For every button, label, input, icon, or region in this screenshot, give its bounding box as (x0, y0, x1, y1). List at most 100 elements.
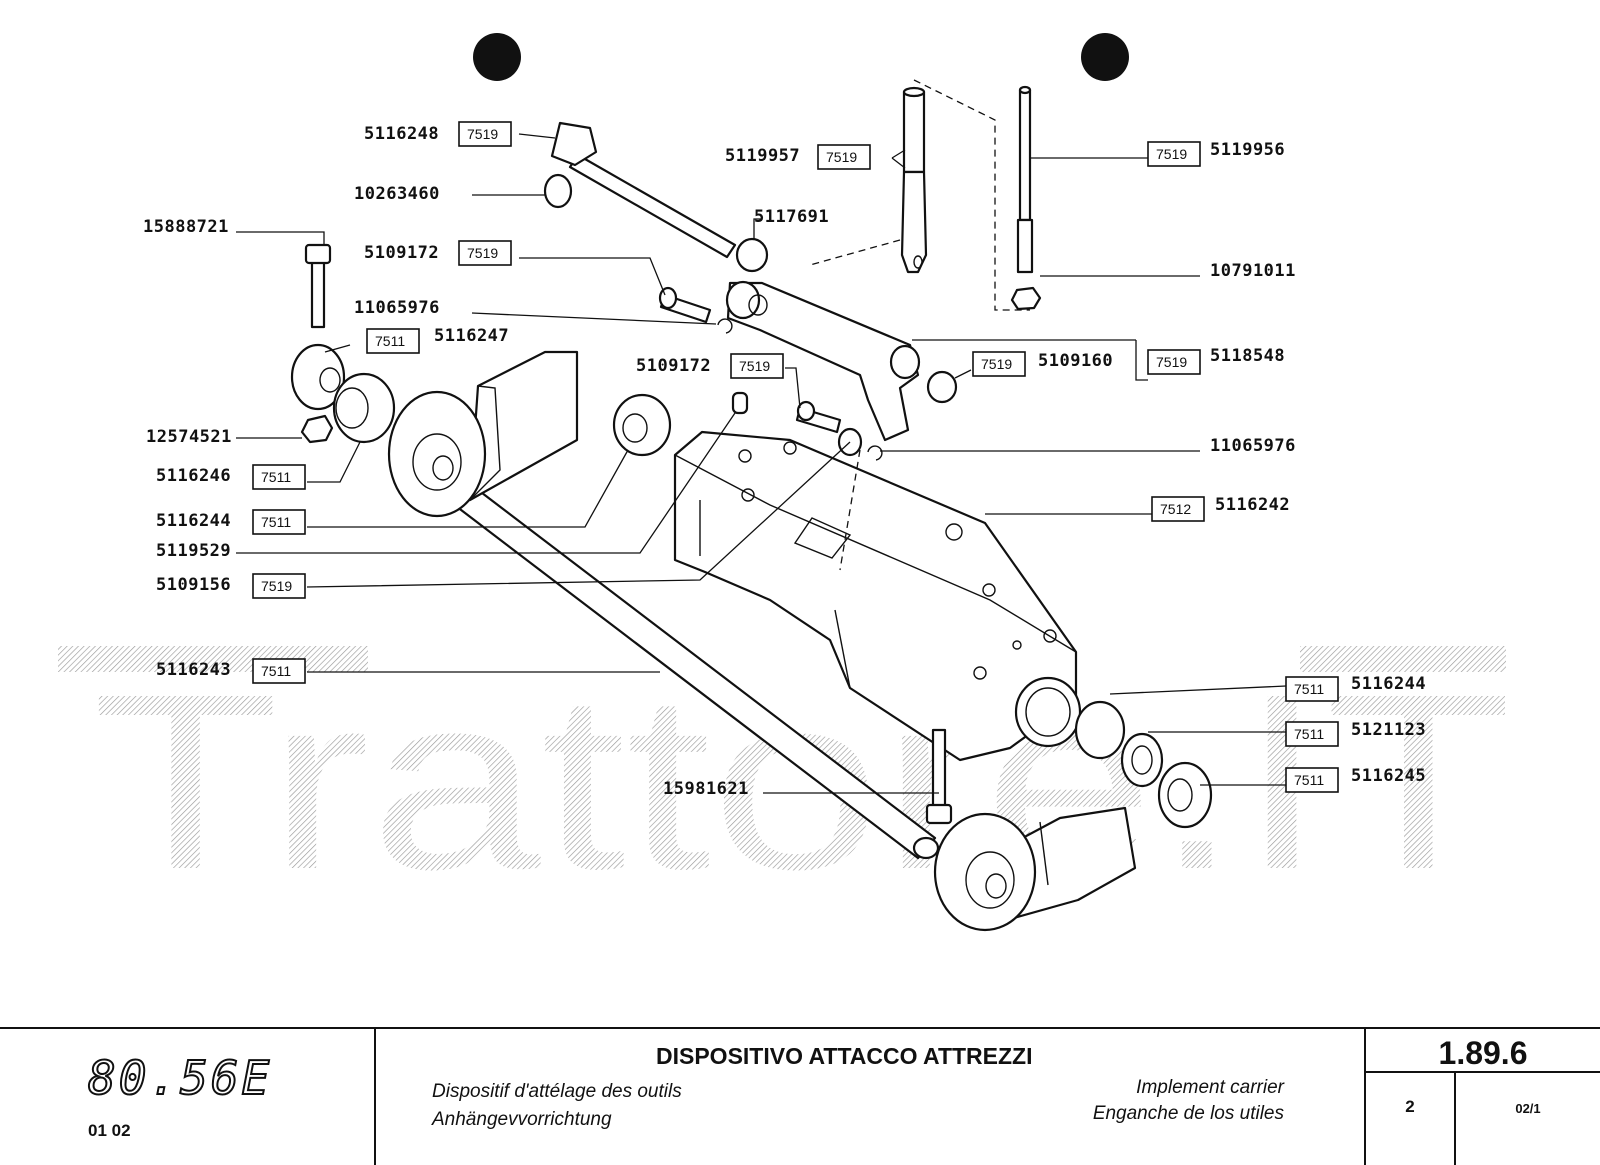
bushing-5116247 (290, 343, 346, 411)
callout-5109172-lower: 5109172 7519 (636, 353, 784, 379)
divider (1454, 1071, 1456, 1165)
callout-10791011: 10791011 (1210, 261, 1296, 281)
page-number: 2 (1405, 1097, 1415, 1116)
reference-cell: 1.89.6 2 02/1 (1366, 1029, 1600, 1165)
svg-text:7519: 7519 (981, 356, 1012, 372)
watermark: Trattore.IT (92, 642, 1512, 921)
svg-text:5119956: 5119956 (1210, 140, 1285, 160)
divider (1366, 1071, 1600, 1073)
svg-text:10791011: 10791011 (1210, 261, 1296, 281)
svg-text:5109172: 5109172 (636, 356, 711, 376)
callout-5116248: 5116248 7519 (364, 121, 512, 147)
callout-5116244-right: 7511 5116244 (1285, 674, 1426, 702)
callout-5119529: 5119529 (156, 541, 231, 561)
callout-15888721: 15888721 (143, 217, 229, 237)
svg-text:7519: 7519 (467, 245, 498, 261)
model-cell: 80.56E 01 02 (0, 1029, 376, 1165)
title-german: Anhängevvorrichtung (432, 1109, 612, 1130)
svg-text:7511: 7511 (1294, 726, 1324, 742)
svg-text:7511: 7511 (1294, 681, 1324, 697)
rod-5116248 (568, 153, 737, 259)
svg-text:7511: 7511 (261, 514, 291, 530)
bolt-15888721 (310, 253, 326, 329)
callout-5119956: 7519 5119956 (1147, 140, 1285, 167)
callout-5109172: 5109172 7519 (364, 240, 512, 266)
title-italian: DISPOSITIVO ATTACCO ATTREZZI (656, 1043, 1033, 1069)
registration-dot-left (473, 33, 521, 81)
edition-code: 02/1 (1515, 1101, 1541, 1116)
svg-text:5121123: 5121123 (1351, 720, 1426, 740)
svg-text:5116243: 5116243 (156, 660, 231, 680)
svg-text:5119529: 5119529 (156, 541, 231, 561)
svg-text:11065976: 11065976 (1210, 436, 1296, 456)
bushing-5116245 (1157, 761, 1213, 829)
description-cell: DISPOSITIVO ATTACCO ATTREZZI Dispositif … (376, 1029, 1366, 1165)
model-code: 01 02 (88, 1121, 131, 1140)
exploded-view (290, 79, 1213, 932)
svg-text:5118548: 5118548 (1210, 346, 1285, 366)
part-labels: 5116248 7519 10263460 15888721 5109172 751… (143, 121, 1426, 799)
left-lift-arm (468, 350, 579, 502)
bushing-5117691 (735, 237, 769, 273)
bushing-5116244-right (1074, 700, 1126, 760)
svg-text:5109156: 5109156 (156, 575, 231, 595)
nut-10791011 (1010, 286, 1042, 311)
washer-5121123 (1120, 732, 1164, 788)
model-logo: 80.56E (87, 1050, 273, 1106)
svg-text:12574521: 12574521 (146, 427, 232, 447)
bushing-5116244-left (612, 393, 672, 457)
svg-text:15981621: 15981621 (663, 779, 749, 799)
svg-text:5119957: 5119957 (725, 146, 800, 166)
callout-5121123: 7511 5121123 (1285, 720, 1426, 747)
link-5119957 (902, 90, 926, 174)
watermark-bar-left (58, 646, 368, 672)
bushing-5109160 (926, 370, 958, 404)
callout-5116243: 5116243 7511 (156, 658, 306, 684)
callout-5109160: 7519 5109160 (972, 351, 1113, 377)
svg-text:7519: 7519 (1156, 354, 1187, 370)
callout-10263460: 10263460 (354, 184, 440, 204)
svg-text:5109160: 5109160 (1038, 351, 1113, 371)
svg-text:11065976: 11065976 (354, 298, 440, 318)
title-french: Dispositif d'attélage des outils (432, 1081, 682, 1102)
svg-text:5116245: 5116245 (1351, 766, 1426, 786)
callout-11065976: 11065976 (354, 298, 440, 318)
reference-number: 1.89.6 (1438, 1035, 1528, 1071)
svg-text:10263460: 10263460 (354, 184, 440, 204)
svg-text:5109172: 5109172 (364, 243, 439, 263)
nut-12574521 (300, 414, 334, 444)
svg-text:7519: 7519 (739, 358, 770, 374)
svg-text:15888721: 15888721 (143, 217, 229, 237)
svg-text:7511: 7511 (375, 333, 405, 349)
bushing-5116246 (332, 372, 396, 444)
svg-text:5116246: 5116246 (156, 466, 231, 486)
o-ring-10263460 (543, 173, 573, 209)
leader-lines (236, 133, 1287, 794)
rod-5119956 (1018, 88, 1032, 222)
svg-text:5116242: 5116242 (1215, 495, 1290, 515)
callout-5116246: 5116246 7511 (156, 464, 306, 490)
svg-text:7519: 7519 (467, 126, 498, 142)
svg-text:7511: 7511 (261, 663, 291, 679)
callout-15981621: 15981621 (663, 779, 749, 799)
svg-text:7511: 7511 (1294, 772, 1324, 788)
lever-5118548 (726, 281, 920, 442)
callout-5117691: 5117691 (754, 207, 829, 227)
svg-text:5116244: 5116244 (1351, 674, 1426, 694)
title-block: 80.56E 01 02 DISPOSITIVO ATTACCO ATTREZZ… (0, 1027, 1600, 1165)
svg-text:5116248: 5116248 (364, 124, 439, 144)
callout-12574521: 12574521 (146, 427, 232, 447)
svg-text:7519: 7519 (1156, 146, 1187, 162)
bolt-15981621 (931, 728, 947, 812)
callout-11065976-right: 11065976 (1210, 436, 1296, 456)
svg-text:7511: 7511 (261, 469, 291, 485)
svg-text:5117691: 5117691 (754, 207, 829, 227)
title-english: Implement carrier (1136, 1077, 1284, 1098)
title-spanish: Enganche de los utiles (1092, 1103, 1284, 1124)
registration-dot-right (1081, 33, 1129, 81)
watermark-bar-right (1300, 646, 1506, 672)
